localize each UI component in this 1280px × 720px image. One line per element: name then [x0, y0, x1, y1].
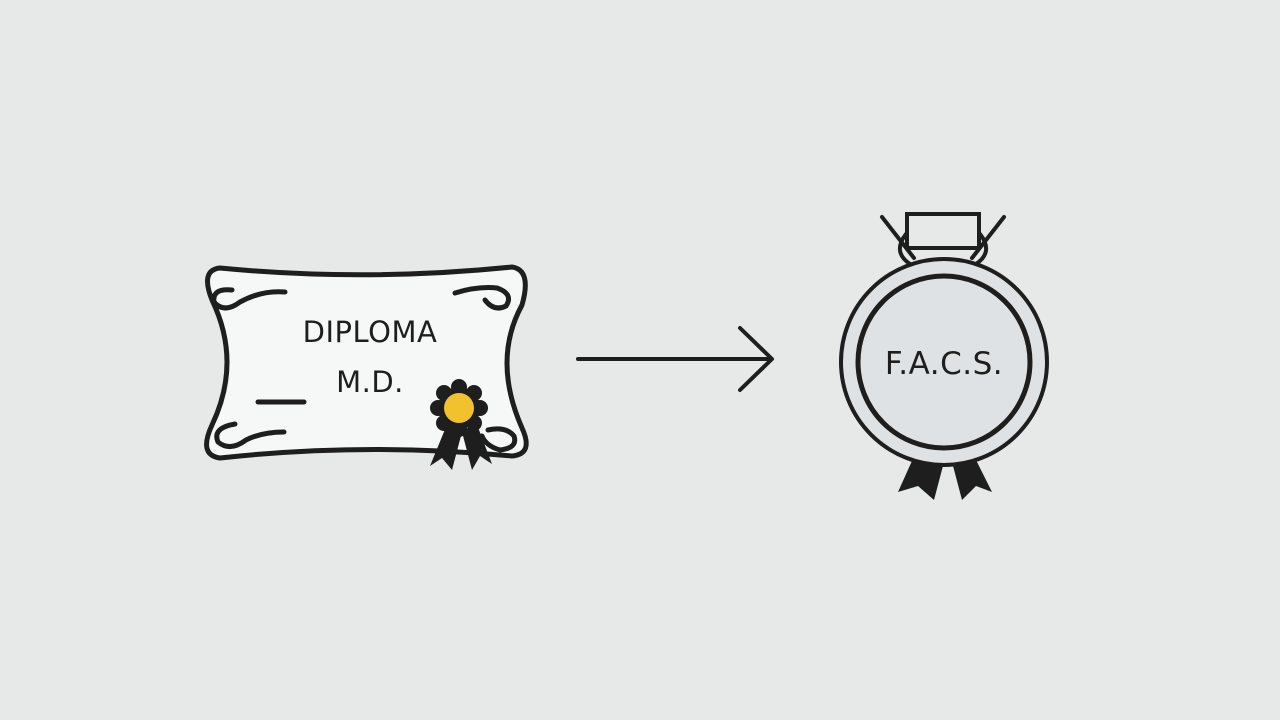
diploma-title: DIPLOMA — [303, 315, 438, 349]
medal-inner-ring — [855, 273, 1033, 451]
seal-ribbon-right — [462, 422, 492, 470]
medal-loop — [898, 232, 988, 266]
arrow-head — [738, 326, 774, 392]
medal-clasp — [905, 212, 981, 250]
diploma-degree: M.D. — [336, 365, 404, 399]
scroll-curl-bottom-right — [479, 426, 518, 453]
scroll-curl-top-left — [211, 287, 288, 311]
medal-icon: F.A.C.S. — [839, 212, 1049, 500]
seal-center — [444, 393, 474, 423]
scroll-curl-top-right — [452, 285, 511, 311]
award-seal-icon — [430, 379, 492, 470]
seal-rosette — [430, 379, 488, 437]
medal-label: F.A.C.S. — [885, 346, 1003, 382]
scroll-curl-bottom-left — [214, 421, 287, 449]
medal-strap-left — [880, 215, 916, 260]
arrow-right-icon — [576, 326, 774, 392]
diploma-scroll-icon: DIPLOMA M.D. — [204, 264, 529, 461]
medal-strap-right — [970, 215, 1006, 260]
